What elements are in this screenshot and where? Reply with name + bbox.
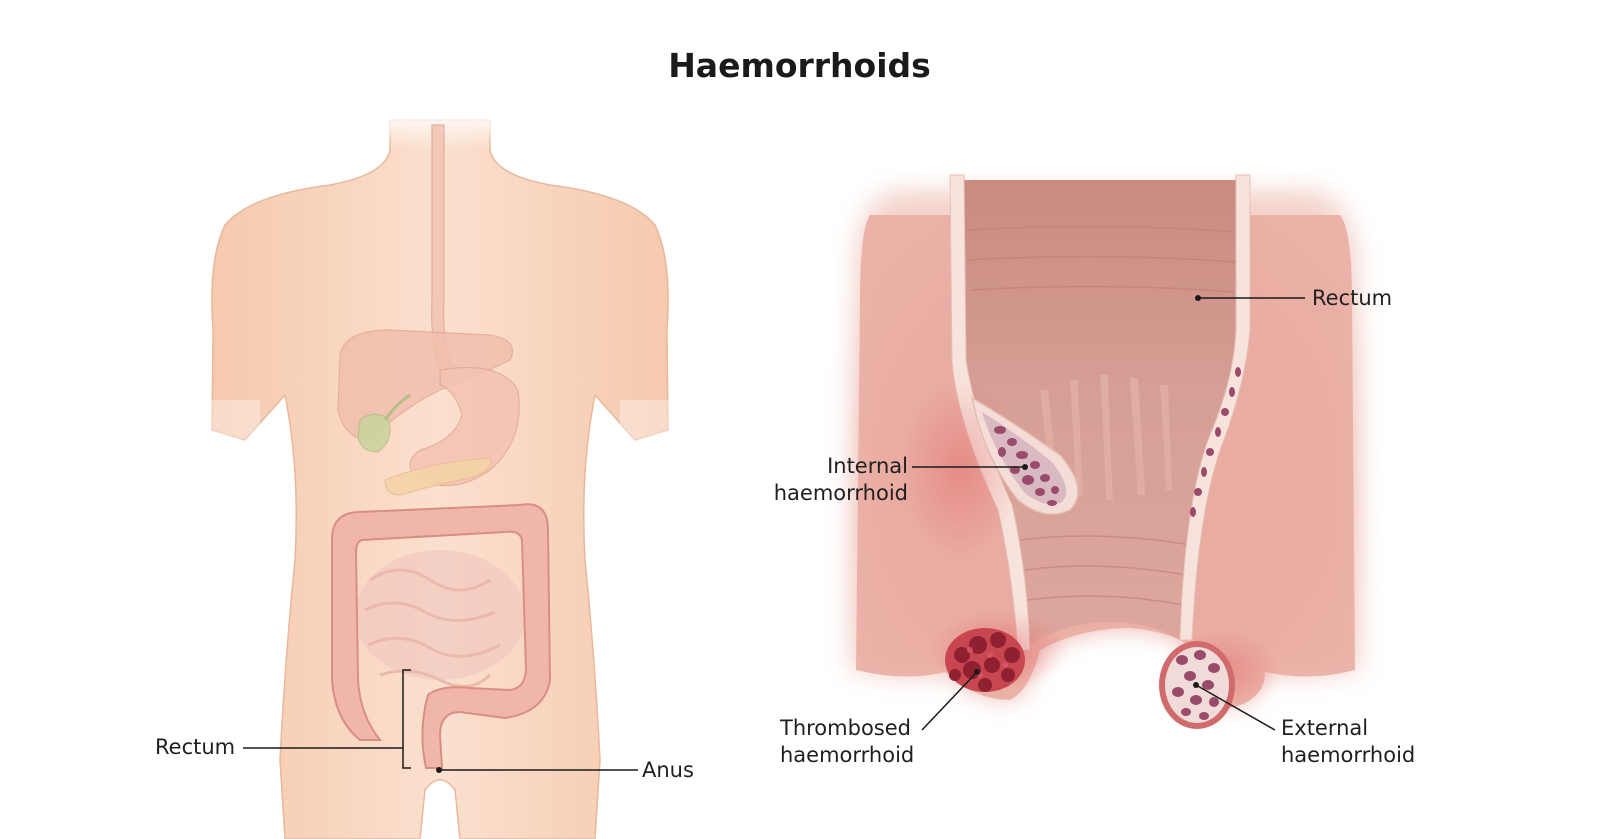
body-figure <box>200 110 680 839</box>
colon <box>331 503 552 769</box>
right-wall-vessels <box>1190 367 1241 517</box>
label-external-line1: External <box>1281 716 1369 740</box>
label-thrombosed-haemorrhoid: Thrombosed haemorrhoid <box>780 715 914 769</box>
label-thrombosed-line2: haemorrhoid <box>780 743 915 767</box>
pancreas <box>384 457 492 496</box>
thrombosed-haemorrhoid <box>945 628 1025 692</box>
label-internal-haemorrhoid: Internal haemorrhoid <box>760 453 908 507</box>
rectum-bracket <box>402 669 411 769</box>
thrombosed-leader <box>921 671 978 731</box>
small-intestine <box>355 550 525 688</box>
diagram-title: Haemorrhoids <box>668 46 931 85</box>
label-rectum-section: Rectum <box>1312 286 1393 310</box>
gallbladder <box>357 414 391 453</box>
label-internal-line2: haemorrhoid <box>773 481 908 505</box>
rectal-lumen <box>960 180 1240 645</box>
label-anus: Anus <box>642 758 694 782</box>
label-internal-line1: Internal <box>827 454 908 478</box>
cross-section <box>850 174 1360 731</box>
label-thrombosed-line1: Thrombosed <box>780 716 911 740</box>
label-external-line2: haemorrhoid <box>1281 743 1416 767</box>
label-external-haemorrhoid: External haemorrhoid <box>1281 715 1415 769</box>
label-rectum-body: Rectum <box>155 735 236 759</box>
external-leader <box>1195 684 1276 731</box>
